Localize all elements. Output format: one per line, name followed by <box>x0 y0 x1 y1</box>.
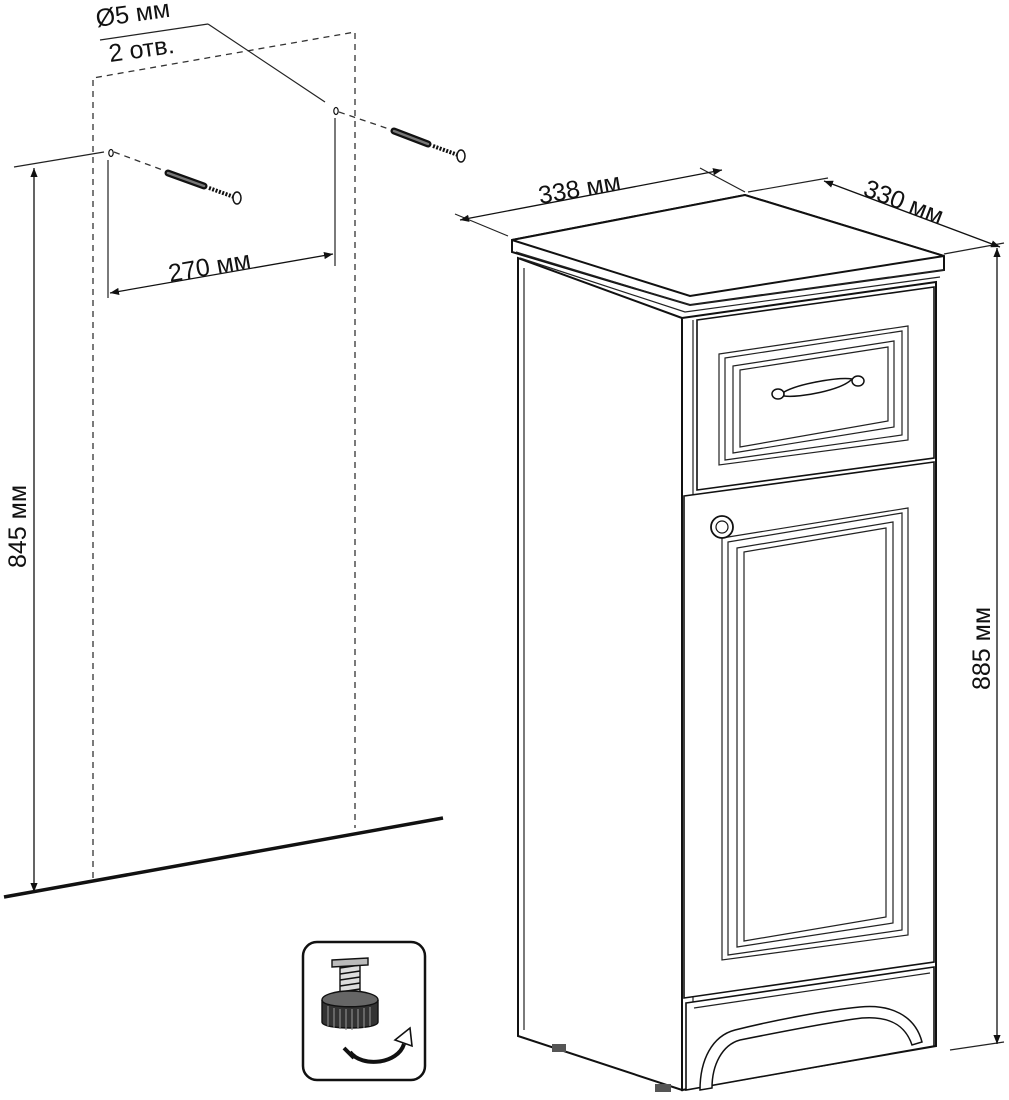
screw-left-icon <box>164 169 242 205</box>
mount-height-dimension: 845 мм <box>4 151 105 892</box>
drawer-handle-icon <box>771 375 865 400</box>
floor-line <box>3 816 444 899</box>
cabinet-depth-label: 330 мм <box>860 174 948 230</box>
rotation-arrow-icon <box>342 1026 413 1064</box>
hole-spacing-label: 270 мм <box>166 246 253 288</box>
mounting-hole-right <box>333 106 339 116</box>
cabinet-height-label: 885 мм <box>968 607 996 690</box>
cabinet-width-label: 338 мм <box>536 168 623 210</box>
mount-height-label: 845 мм <box>4 485 32 568</box>
screw-right-icon <box>390 127 466 163</box>
adjustable-foot-inset <box>301 940 427 1082</box>
adjustable-foot-nut-icon <box>321 990 379 1030</box>
door-knob-icon <box>710 515 734 539</box>
hole-callout: Ø5 мм 2 отв. <box>94 0 326 103</box>
drawer <box>696 286 935 491</box>
hole-diameter-label: Ø5 мм <box>94 0 172 33</box>
foot-right <box>655 1084 671 1092</box>
mounting-hole-left <box>108 148 114 158</box>
cabinet-height-dimension: 885 мм <box>949 248 1005 1051</box>
foot-left <box>552 1044 566 1052</box>
plinth <box>685 966 935 1091</box>
threaded-stud-icon <box>331 957 369 1003</box>
cabinet <box>511 193 945 1092</box>
door <box>683 461 935 999</box>
wall-mounting-area <box>3 31 444 899</box>
hole-spacing-dimension: 270 мм <box>107 118 336 298</box>
hole-count-label: 2 отв. <box>107 31 176 68</box>
